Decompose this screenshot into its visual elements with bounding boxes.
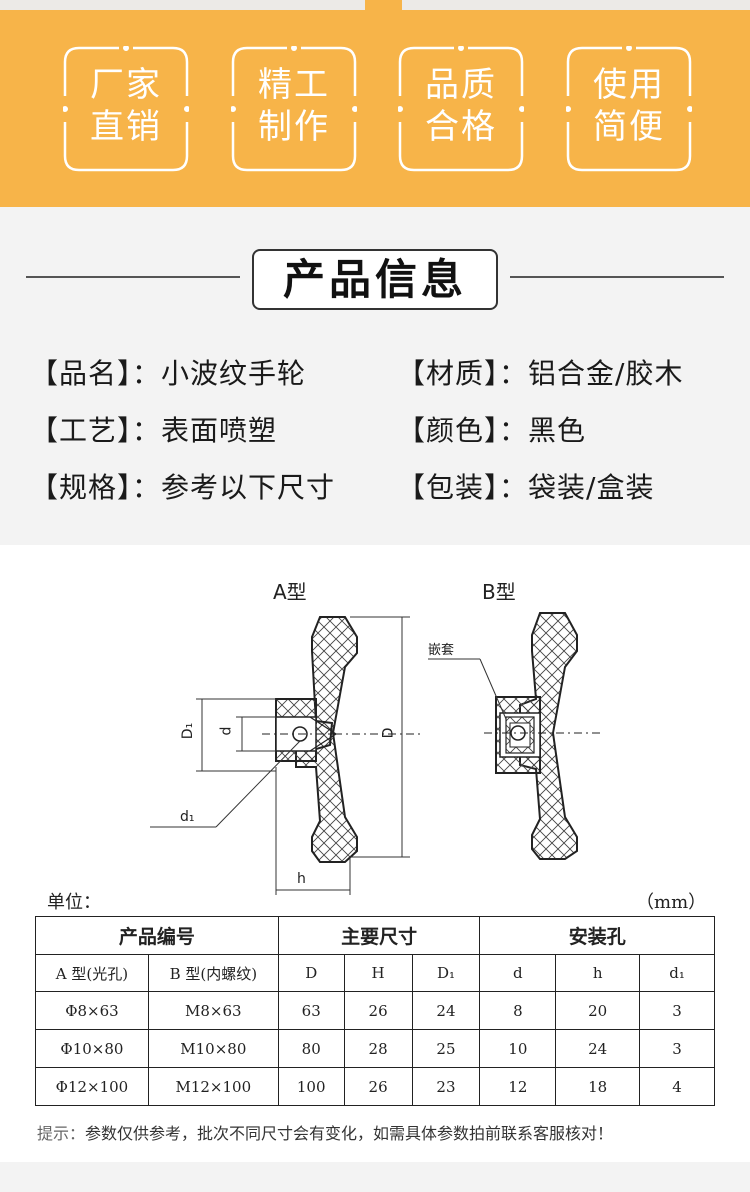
dim-D1-label: D₁ <box>180 722 197 740</box>
badge-fine-craft: 精工 制作 <box>231 46 357 172</box>
spec-key: 【包装】 <box>397 471 500 504</box>
table-cell: 26 <box>343 1067 413 1106</box>
handwheel-drawing-icon <box>150 612 600 905</box>
table-cell: Φ10×80 <box>35 1029 149 1068</box>
badge-line2: 简便 <box>593 107 665 147</box>
dim-D-label: D <box>380 727 397 739</box>
title-divider-left <box>26 276 240 278</box>
badge-line2: 直销 <box>90 107 162 147</box>
table-cell: 24 <box>411 991 481 1030</box>
size-table: 产品编号 主要尺寸 安装孔 A 型(光孔) B 型(内螺纹) D H D₁ d … <box>35 916 715 1106</box>
header-main-size: 主要尺寸 <box>277 916 481 955</box>
type-a-drawing <box>150 616 420 905</box>
disclaimer-note: 提示：参数仅供参考，批次不同尺寸会有变化，如需具体参数拍前联系客服核对！ <box>37 1120 613 1144</box>
badge-frame-icon <box>231 46 357 172</box>
banner-top-strip <box>402 0 750 10</box>
unit-value: （mm） <box>636 892 707 913</box>
unit-label: 单位： <box>47 892 101 913</box>
col-header: D₁ <box>411 954 481 992</box>
badge-line2: 合格 <box>425 107 497 147</box>
badge-factory-direct: 厂家 直销 <box>63 46 189 172</box>
badge-line1: 品质 <box>425 65 497 105</box>
table-cell: 4 <box>639 1067 715 1106</box>
table-cell: 10 <box>479 1029 557 1068</box>
type-b-label: B型 <box>482 580 516 604</box>
spec-size: 【规格】：参考以下尺寸 <box>30 466 335 506</box>
spec-name: 【品名】：小波纹手轮 <box>30 352 306 392</box>
table-cell: Φ12×100 <box>35 1067 149 1106</box>
table-cell: 28 <box>343 1029 413 1068</box>
table-cell: 23 <box>411 1067 481 1106</box>
dim-d1-label: d₁ <box>180 809 195 825</box>
badge-quality: 品质 合格 <box>398 46 524 172</box>
spec-key: 【品名】 <box>30 357 133 390</box>
table-row: Φ10×80 M10×80 80 28 25 10 24 3 <box>35 1029 715 1068</box>
table-group-header: 产品编号 主要尺寸 安装孔 <box>35 916 715 955</box>
type-a-label: A型 <box>273 580 307 604</box>
table-cell: M10×80 <box>147 1029 279 1068</box>
note-text: 参数仅供参考，批次不同尺寸会有变化，如需具体参数拍前联系客服核对！ <box>85 1124 614 1143</box>
header-mount-hole: 安装孔 <box>479 916 715 955</box>
insert-label: 嵌套 <box>428 643 455 658</box>
badge-frame-icon <box>566 46 692 172</box>
table-cell: 24 <box>555 1029 641 1068</box>
spec-key: 【材质】 <box>397 357 500 390</box>
badge-line2: 制作 <box>258 107 330 147</box>
header-product-code: 产品编号 <box>35 916 279 955</box>
badge-line1: 厂家 <box>90 65 162 105</box>
col-header: h <box>555 954 641 992</box>
table-cell: 63 <box>277 991 345 1030</box>
badge-frame-icon <box>398 46 524 172</box>
table-sub-header: A 型(光孔) B 型(内螺纹) D H D₁ d h d₁ <box>35 954 715 992</box>
type-b-drawing <box>428 612 600 860</box>
spec-value: ：袋装/盒装 <box>499 471 655 504</box>
table-cell: 25 <box>411 1029 481 1068</box>
table-cell: M12×100 <box>147 1067 279 1106</box>
table-cell: 20 <box>555 991 641 1030</box>
title-divider-right <box>510 276 724 278</box>
feature-banner: 厂家 直销 精工 制作 品质 合格 <box>0 0 750 207</box>
spec-value: ：参考以下尺寸 <box>132 471 336 504</box>
badge-frame-icon <box>63 46 189 172</box>
spec-key: 【颜色】 <box>397 414 500 447</box>
spec-packing: 【包装】：袋装/盒装 <box>397 466 654 506</box>
note-prefix: 提示： <box>37 1124 86 1143</box>
table-cell: 26 <box>343 991 413 1030</box>
technical-drawing: A型 B型 D₁ d D d₁ h 嵌套 <box>0 555 750 905</box>
spec-value: ：黑色 <box>499 414 587 447</box>
col-header: d <box>479 954 557 992</box>
table-row: Φ12×100 M12×100 100 26 23 12 18 4 <box>35 1067 715 1106</box>
footer-band <box>0 1162 750 1192</box>
col-header: A 型(光孔) <box>35 954 149 992</box>
table-cell: 18 <box>555 1067 641 1106</box>
spec-key: 【规格】 <box>30 471 133 504</box>
col-header: d₁ <box>639 954 715 992</box>
section-title: 产品信息 <box>252 249 498 310</box>
dim-h-label: h <box>297 871 306 887</box>
col-header: B 型(内螺纹) <box>147 954 279 992</box>
badge-line1: 精工 <box>258 65 330 105</box>
spec-material: 【材质】：铝合金/胶木 <box>397 352 683 392</box>
table-cell: 100 <box>277 1067 345 1106</box>
spec-value: ：表面喷塑 <box>132 414 278 447</box>
dim-d-label: d <box>218 726 235 736</box>
badge-easy-use: 使用 简便 <box>566 46 692 172</box>
table-cell: 12 <box>479 1067 557 1106</box>
spec-process: 【工艺】：表面喷塑 <box>30 409 277 449</box>
table-cell: M8×63 <box>147 991 279 1030</box>
spec-value: ：小波纹手轮 <box>132 357 307 390</box>
table-cell: 80 <box>277 1029 345 1068</box>
col-header: D <box>277 954 345 992</box>
banner-top-strip <box>0 0 365 10</box>
table-row: Φ8×63 M8×63 63 26 24 8 20 3 <box>35 991 715 1030</box>
table-cell: Φ8×63 <box>35 991 149 1030</box>
badge-line1: 使用 <box>593 65 665 105</box>
spec-color: 【颜色】：黑色 <box>397 409 586 449</box>
table-cell: 3 <box>639 1029 715 1068</box>
table-cell: 3 <box>639 991 715 1030</box>
table-cell: 8 <box>479 991 557 1030</box>
spec-value: ：铝合金/胶木 <box>499 357 684 390</box>
col-header: H <box>343 954 413 992</box>
spec-key: 【工艺】 <box>30 414 133 447</box>
